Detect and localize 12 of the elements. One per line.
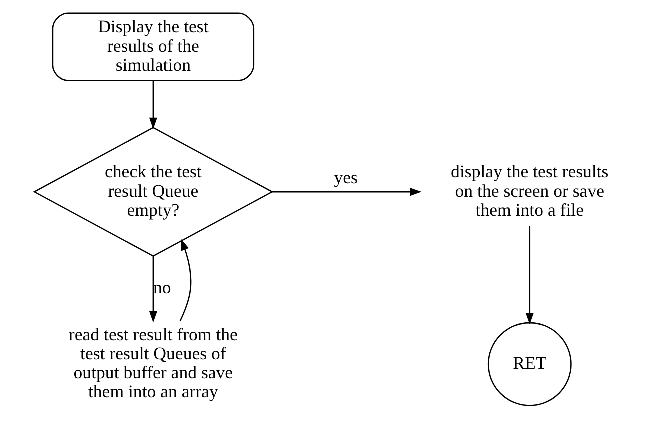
node-box: Display the test results of the simulation xyxy=(52,12,254,82)
arrow xyxy=(525,226,534,325)
arrow xyxy=(148,256,157,323)
arrow xyxy=(272,188,422,196)
arrow xyxy=(179,239,192,322)
node-text: read test result from the test result Queues of output buffer and save them into an array xyxy=(68,324,238,402)
node-text: display the test results on the screen or save them into a file xyxy=(450,162,608,220)
node-circle: RET xyxy=(487,322,572,406)
arrow xyxy=(148,81,157,130)
edge-label: no xyxy=(152,277,171,298)
node-diamond: check the test result Queue empty? xyxy=(32,127,274,257)
edge-label: yes xyxy=(334,167,358,188)
